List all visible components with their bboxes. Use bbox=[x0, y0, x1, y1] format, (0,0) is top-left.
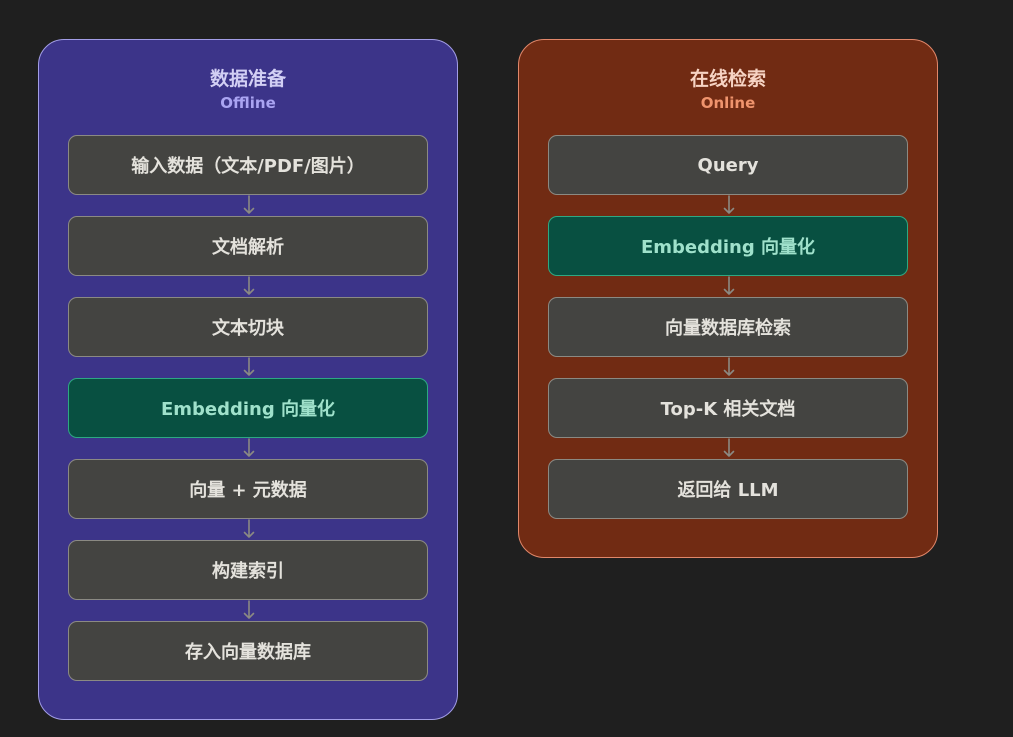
arrow-down-icon bbox=[243, 519, 255, 538]
offline-panel-title: 数据准备 bbox=[209, 68, 286, 90]
online-step-box: 向量数据库检索 bbox=[548, 297, 908, 357]
online-panel-subtitle: Online bbox=[700, 94, 756, 112]
offline-panel-subtitle: Offline bbox=[220, 94, 276, 112]
arrow-down-icon bbox=[243, 195, 255, 214]
offline-step-box: 文档解析 bbox=[68, 216, 428, 276]
offline-step-box: 文本切块 bbox=[68, 297, 428, 357]
offline-step-box: 存入向量数据库 bbox=[68, 621, 428, 681]
online-step-box: Top-K 相关文档 bbox=[548, 378, 908, 438]
offline-panel: 数据准备 Offline 输入数据（文本/PDF/图片） 文档解析文本切块 Embe… bbox=[38, 39, 458, 720]
offline-step-box: 输入数据（文本/PDF/图片） bbox=[68, 135, 428, 195]
online-step-box: Query bbox=[548, 135, 908, 195]
arrow-down-icon bbox=[243, 600, 255, 619]
offline-step-box: 向量 + 元数据 bbox=[68, 459, 428, 519]
online-step-box: Embedding 向量化 bbox=[548, 216, 908, 276]
arrow-down-icon bbox=[723, 195, 735, 214]
offline-step-box: Embedding 向量化 bbox=[68, 378, 428, 438]
offline-step-box: 构建索引 bbox=[68, 540, 428, 600]
arrow-down-icon bbox=[243, 357, 255, 376]
arrow-down-icon bbox=[723, 438, 735, 457]
arrow-down-icon bbox=[723, 276, 735, 295]
arrow-down-icon bbox=[243, 276, 255, 295]
online-panel-title: 在线检索 bbox=[689, 68, 766, 90]
arrow-down-icon bbox=[723, 357, 735, 376]
arrow-down-icon bbox=[243, 438, 255, 457]
online-step-box: 返回给 LLM bbox=[548, 459, 908, 519]
